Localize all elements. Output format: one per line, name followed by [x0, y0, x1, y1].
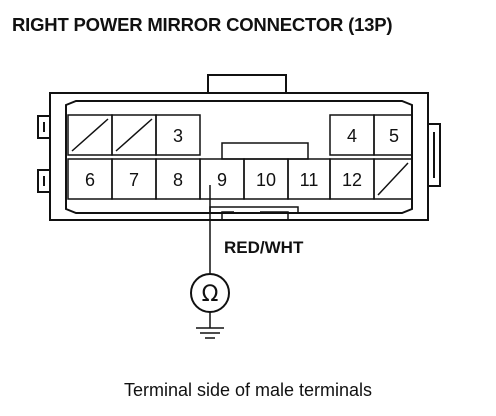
blank-slash-13 [377, 162, 409, 196]
terminal-row-top [67, 114, 413, 156]
terminal-row-bottom [67, 158, 413, 200]
pin-label-5: 5 [389, 126, 399, 146]
wire-color-label: RED/WHT [224, 238, 304, 257]
pin-label-9: 9 [217, 170, 227, 190]
ohmmeter-icon: Ω [190, 273, 230, 313]
ohmmeter-symbol: Ω [202, 282, 219, 307]
connector-top-latch [207, 74, 287, 93]
pin-label-7: 7 [129, 170, 139, 190]
blank-slash-1 [71, 118, 109, 152]
pin-label-11: 11 [300, 170, 319, 190]
pin-label-6: 6 [85, 170, 95, 190]
blank-slash-2 [115, 118, 153, 152]
connector-key [221, 142, 309, 160]
ground-icon [196, 312, 224, 339]
pin-label-3: 3 [173, 126, 183, 146]
connector-inner-frame [65, 100, 413, 220]
terminal-13-blank [373, 158, 413, 200]
pin-label-4: 4 [347, 126, 357, 146]
pin-label-12: 12 [342, 170, 362, 190]
pin-label-8: 8 [173, 170, 183, 190]
connector-housing [37, 92, 441, 221]
terminal-5 [373, 114, 413, 156]
diagram-caption: Terminal side of male terminals [123, 380, 373, 400]
pin-label-10: 10 [256, 170, 276, 190]
diagram-title: RIGHT POWER MIRROR CONNECTOR (13P) [12, 14, 393, 35]
terminal-3 [155, 114, 201, 156]
